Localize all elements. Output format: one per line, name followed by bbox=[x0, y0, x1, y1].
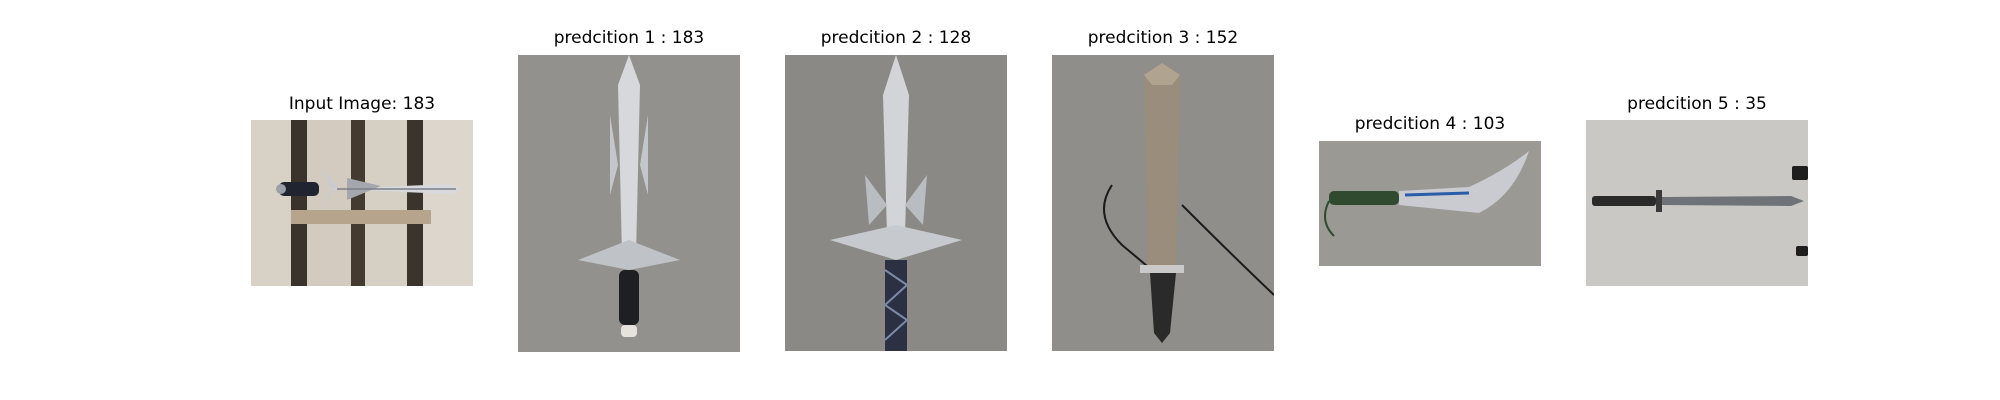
panel-prediction-1: predcition 1 : 183 bbox=[518, 24, 740, 352]
image-fantasy-sword bbox=[785, 55, 1007, 351]
panel-title: predcition 2 : 128 bbox=[820, 28, 972, 48]
panel-title: predcition 5 : 35 bbox=[1627, 94, 1767, 114]
panel-prediction-4: predcition 4 : 103 bbox=[1319, 110, 1541, 266]
panel-title: predcition 3 : 152 bbox=[1087, 28, 1239, 48]
panel-title: predcition 1 : 183 bbox=[553, 28, 705, 48]
image-curved-blade bbox=[1319, 141, 1541, 266]
image-machete bbox=[1052, 55, 1274, 351]
panel-input-image: Input Image: 183 bbox=[251, 90, 473, 286]
panel-prediction-3: predcition 3 : 152 bbox=[1052, 24, 1274, 352]
panel-title: Input Image: 183 bbox=[288, 94, 436, 114]
panel-prediction-5: predcition 5 : 35 bbox=[1586, 90, 1808, 286]
image-katana bbox=[1586, 120, 1808, 286]
panel-prediction-2: predcition 2 : 128 bbox=[785, 24, 1007, 352]
panel-title: predcition 4 : 103 bbox=[1354, 114, 1506, 134]
image-dagger-on-wooden-pallet bbox=[251, 120, 473, 286]
image-fantasy-dagger bbox=[518, 55, 740, 352]
